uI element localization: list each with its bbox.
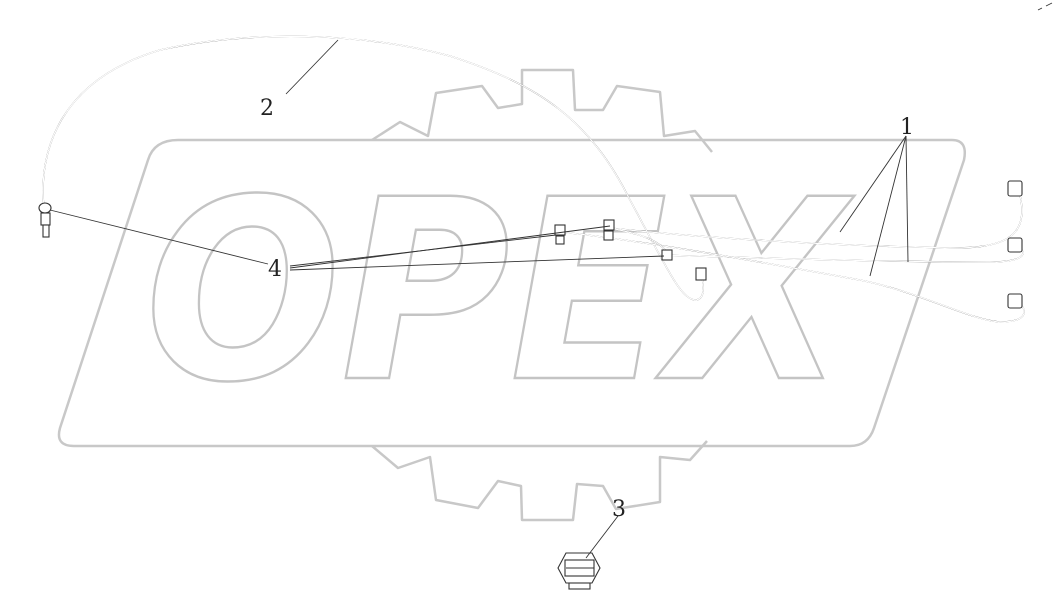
watermark-badge-outline — [57, 138, 966, 448]
watermark-logo-text: OPEX — [145, 146, 854, 437]
callout-3: 3 — [612, 497, 626, 522]
part-1-tube-set — [559, 194, 1025, 323]
leader-lines — [49, 39, 909, 559]
corner-mark — [1037, 2, 1053, 11]
callout-labels: 1 2 3 4 — [260, 96, 914, 522]
watermark-gear-outline — [371, 68, 713, 522]
part-3-union-fitting — [557, 552, 601, 590]
pipe-assembly — [38, 35, 1025, 590]
watermark: OPEX — [57, 68, 966, 522]
right-end-fittings — [1007, 180, 1023, 309]
callout-1: 1 — [900, 115, 914, 140]
callout-2: 2 — [260, 96, 274, 121]
part-2-long-tube — [42, 35, 704, 301]
part-4-clips — [554, 219, 707, 281]
left-end-fitting — [38, 202, 52, 238]
callout-4: 4 — [268, 257, 282, 282]
